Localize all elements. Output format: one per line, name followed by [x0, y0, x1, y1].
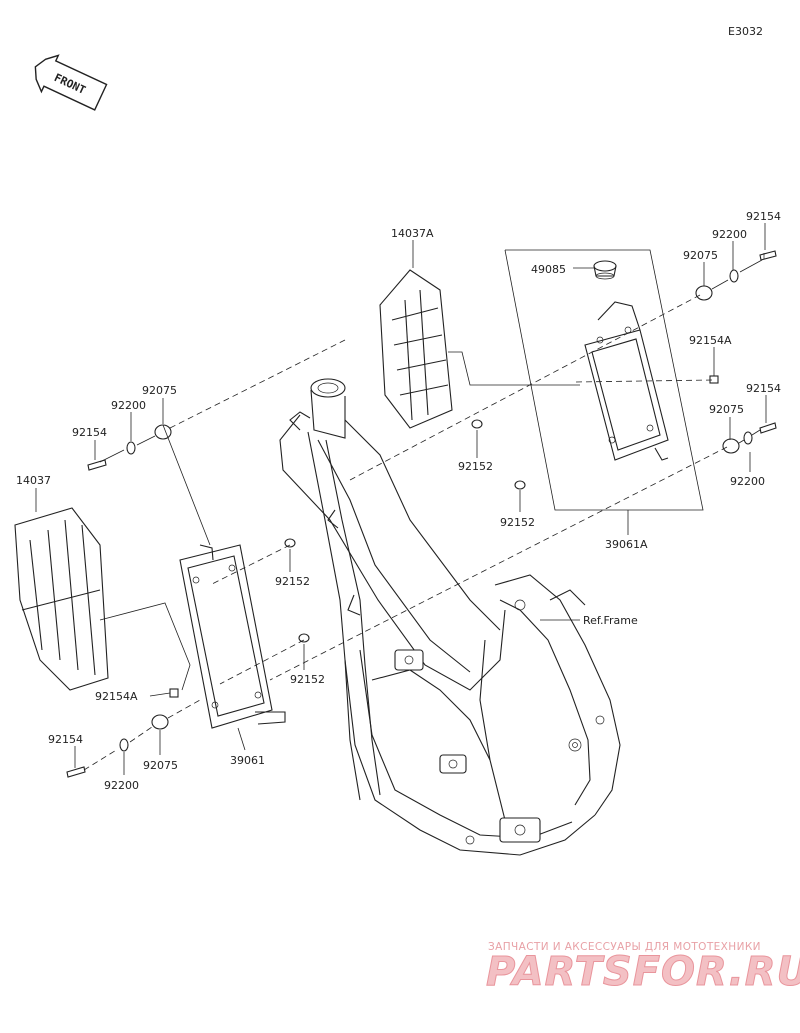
callout-14037a: 14037A [391, 227, 434, 240]
watermark: ЗАПЧАСТИ И АКСЕССУАРЫ ДЛЯ МОТОТЕХНИКИ PA… [486, 941, 800, 996]
washer-left-lower-icon [119, 738, 129, 752]
callout-92152-left-1: 92152 [275, 575, 310, 588]
callout-92075-left-upper: 92075 [142, 384, 177, 397]
callout-92200-left-lower: 92200 [104, 779, 139, 792]
callout-92075-left-lower: 92075 [143, 759, 178, 772]
radiator-left [179, 544, 286, 729]
radiator-right [584, 301, 669, 461]
shroud-left [14, 507, 109, 691]
callout-92200-right-upper: 92200 [712, 228, 747, 241]
collar-center-1-icon [471, 419, 483, 429]
callout-ref-frame: Ref.Frame [583, 614, 638, 627]
callout-92154-left-lower: 92154 [48, 733, 83, 746]
collar-left-1-icon [284, 538, 296, 548]
watermark-tagline: ЗАПЧАСТИ И АКСЕССУАРЫ ДЛЯ МОТОТЕХНИКИ [488, 941, 761, 953]
callout-92075-right-upper: 92075 [683, 249, 718, 262]
radiator-cap [593, 260, 617, 280]
callout-92152-center-1: 92152 [458, 460, 493, 473]
bolt-left-lower-icon [66, 766, 86, 778]
bolt-92154a-left-icon [169, 688, 179, 698]
callout-39061a: 39061A [605, 538, 648, 551]
callout-92075-right-lower: 92075 [709, 403, 744, 416]
bolt-left-upper-icon [87, 459, 107, 471]
callout-92154-right-upper: 92154 [746, 210, 781, 223]
callout-92154a-left: 92154A [95, 690, 138, 703]
front-arrow-icon: FRONT [34, 54, 108, 111]
leader-lines [35, 223, 767, 775]
grommet-left-lower-icon [151, 714, 169, 730]
washer-right-lower-icon [743, 431, 753, 445]
washer-left-upper-icon [126, 441, 136, 455]
washer-right-upper-icon [729, 269, 739, 283]
watermark-logo: PARTSFOR.RU [486, 949, 800, 995]
bolt-right-lower-icon [759, 422, 777, 434]
callout-14037: 14037 [16, 474, 51, 487]
collar-center-2-icon [514, 480, 526, 490]
callout-92154a-right: 92154A [689, 334, 732, 347]
callout-49085: 49085 [531, 263, 566, 276]
grommet-left-upper-icon [154, 424, 172, 440]
callout-92154-left-upper: 92154 [72, 426, 107, 439]
callout-39061: 39061 [230, 754, 265, 767]
grommet-right-upper-icon [695, 285, 713, 301]
shroud-right [379, 269, 453, 429]
collar-left-2-icon [298, 633, 310, 643]
diagram-code: E3032 [728, 25, 763, 38]
callout-92200-left-upper: 92200 [111, 399, 146, 412]
callout-92200-right-lower: 92200 [730, 475, 765, 488]
frame [279, 378, 621, 856]
bolt-right-upper-icon [759, 250, 777, 261]
grommet-right-lower-icon [722, 438, 740, 454]
callout-92152-left-2: 92152 [290, 673, 325, 686]
callout-92152-center-2: 92152 [500, 516, 535, 529]
bolt-92154a-right-icon [709, 375, 719, 384]
callout-92154-right-lower: 92154 [746, 382, 781, 395]
